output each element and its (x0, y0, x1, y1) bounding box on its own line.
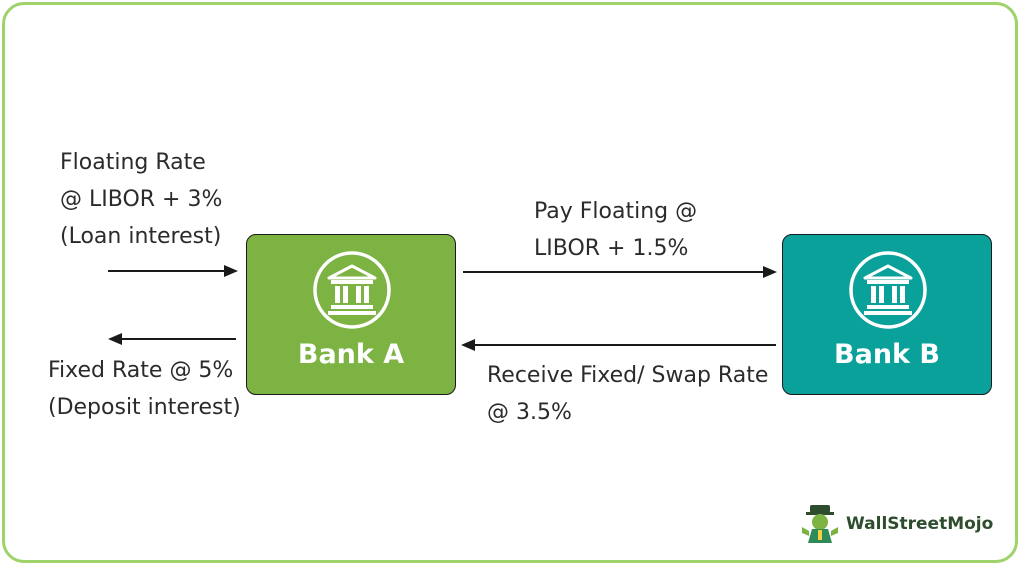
receive-fixed-label: Receive Fixed/ Swap Rate (487, 363, 769, 388)
deposit-interest-label: (Deposit interest) (48, 395, 241, 420)
bank-a-label: Bank A (297, 339, 405, 370)
pay-floating-label: Pay Floating @ (534, 199, 698, 224)
brand-name: WallStreetMojo (846, 514, 994, 534)
pay-floating-value: LIBOR + 1.5% (534, 236, 689, 261)
floating-rate-value: @ LIBOR + 3% (60, 187, 223, 212)
receive-fixed-arrow (461, 339, 776, 351)
bank-building-icon (849, 251, 927, 329)
fixed-rate-label: Fixed Rate @ 5% (48, 358, 234, 383)
bank-a-box: Bank A (246, 234, 456, 395)
mascot-icon (802, 505, 838, 543)
floating-rate-label: Floating Rate (60, 150, 206, 175)
brand-logo: WallStreetMojo (800, 503, 993, 545)
outgoing-deposit-arrow (108, 333, 236, 345)
pay-floating-arrow (463, 266, 777, 278)
bank-b-box: Bank B (782, 234, 992, 395)
bank-building-icon (313, 251, 391, 329)
bank-b-label: Bank B (834, 339, 940, 370)
swap-rate-value: @ 3.5% (487, 400, 572, 425)
incoming-loan-arrow (108, 265, 238, 277)
loan-interest-label: (Loan interest) (60, 224, 222, 249)
